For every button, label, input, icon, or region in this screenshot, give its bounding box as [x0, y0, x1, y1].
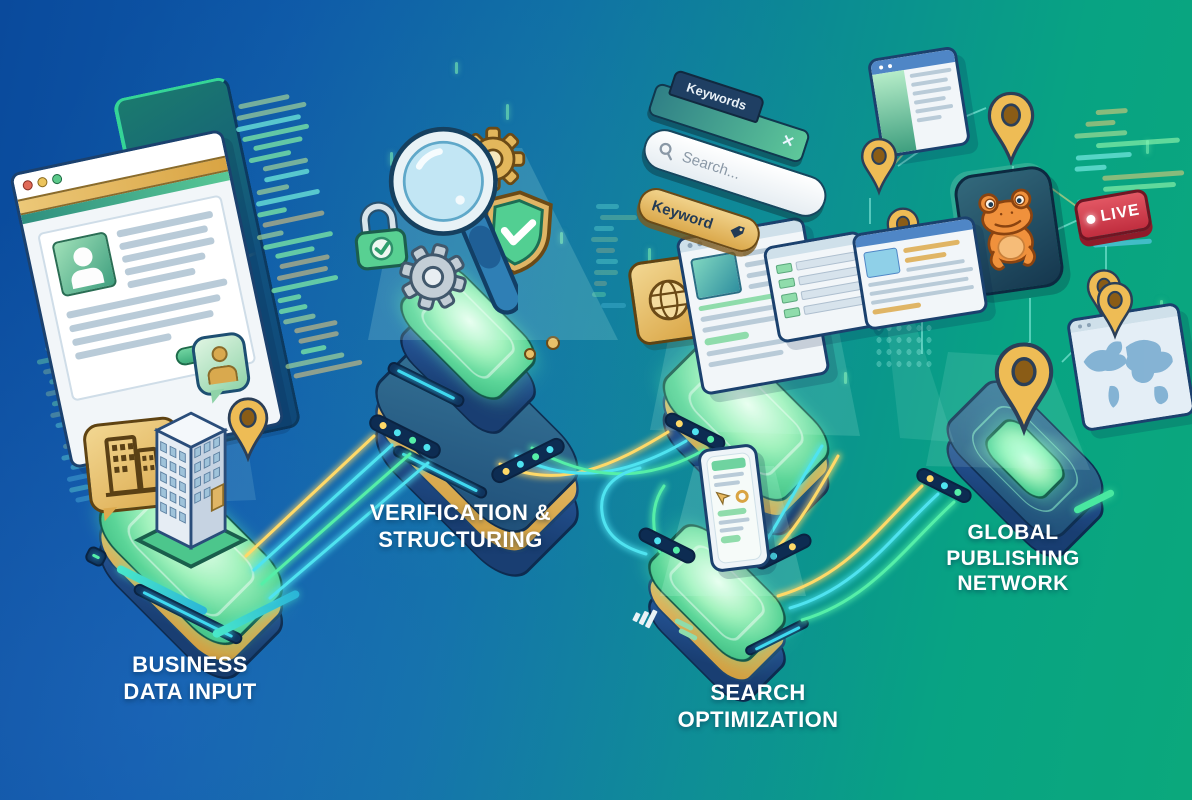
glow-tick — [560, 232, 563, 244]
glow-tick — [844, 372, 847, 384]
code-dash — [1101, 170, 1185, 181]
code-dash — [282, 313, 317, 325]
platform-gold-button — [546, 336, 560, 350]
live-dot-icon — [1085, 213, 1096, 225]
code-dash — [596, 248, 616, 253]
profile-avatar-icon — [51, 231, 118, 298]
code-dash — [1085, 119, 1116, 127]
glow-tick — [1146, 140, 1149, 154]
tag-icon — [730, 225, 745, 238]
code-dash — [1075, 151, 1133, 161]
ring-icon — [734, 488, 750, 504]
stage-label-line: VERIFICATION & — [369, 500, 552, 525]
stage-label-line: STRUCTURING — [378, 526, 543, 552]
code-dash — [299, 344, 328, 356]
platform-gold-button — [524, 348, 536, 360]
world-map-icon — [1083, 339, 1173, 408]
profile-text-lines — [116, 209, 225, 289]
location-pin-icon — [1096, 281, 1134, 340]
keyword-pill-label: Keyword — [649, 196, 716, 233]
code-dash — [593, 281, 607, 286]
location-pin-icon — [994, 342, 1054, 437]
thumbnail — [863, 247, 901, 279]
code-dash — [601, 303, 626, 308]
code-dash — [1095, 137, 1180, 149]
code-dash — [596, 259, 618, 264]
code-dash — [593, 226, 615, 231]
stage-label-line: GLOBAL — [967, 521, 1059, 544]
code-dash — [1095, 107, 1128, 116]
code-dash — [592, 292, 606, 297]
search-input: Search... — [680, 147, 743, 183]
stage-label-business-data-input: BUSINESS DATA INPUT — [55, 652, 325, 706]
code-lines-decoration — [590, 204, 646, 344]
frog-app-icon — [951, 163, 1067, 299]
location-pin-icon — [987, 91, 1035, 166]
phone-header-bar — [711, 457, 747, 472]
keywords-tab: Keywords — [667, 69, 766, 124]
stage-label-line: SEARCH — [710, 680, 806, 705]
person-speech-bubble-icon — [190, 330, 252, 398]
glow-tick — [455, 62, 458, 74]
keyword-pill: Keyword — [633, 183, 765, 257]
magnifier-icon — [388, 126, 518, 315]
code-lines-decoration — [1071, 104, 1190, 269]
gear-icon — [399, 243, 467, 311]
stage-label-line: OPTIMIZATION — [677, 706, 839, 732]
code-dash — [297, 330, 340, 345]
code-dash — [256, 206, 288, 218]
live-label: LIVE — [1099, 201, 1142, 226]
code-dash — [1074, 164, 1107, 172]
thumbnail — [689, 251, 743, 301]
stage-label-line: BUSINESS — [132, 652, 248, 677]
code-dash — [256, 230, 284, 241]
office-building-icon — [134, 411, 248, 569]
code-dash — [599, 215, 638, 220]
smartphone-icon — [696, 442, 772, 574]
shield-check-icon — [483, 190, 553, 275]
code-dash — [278, 303, 309, 315]
stage-label-verification-structuring: VERIFICATION & STRUCTURING — [338, 500, 583, 554]
close-icon: ✕ — [779, 131, 797, 152]
code-dash — [591, 237, 619, 242]
stage-label-search-optimization: SEARCH OPTIMIZATION — [642, 680, 874, 734]
search-bar: Search... — [638, 123, 832, 223]
stage-label-line: DATA INPUT — [123, 678, 257, 704]
code-dash — [593, 270, 619, 275]
padlock-check-icon — [354, 201, 409, 271]
close-traffic-dot — [21, 179, 34, 192]
code-dash — [277, 293, 303, 304]
search-icon — [659, 142, 672, 161]
maximize-traffic-dot — [51, 173, 64, 186]
browser-window-article — [851, 214, 989, 332]
stage-label-global-publishing-network: GLOBAL PUBLISHING NETWORK — [908, 520, 1118, 597]
location-pin-icon — [860, 137, 898, 196]
world-map-window — [1065, 301, 1192, 433]
glow-tick — [506, 104, 509, 120]
code-dash — [1092, 238, 1152, 248]
code-dash — [68, 484, 89, 494]
glow-tick — [390, 152, 393, 166]
stage-label-line: PUBLISHING — [946, 546, 1080, 570]
code-dash — [595, 204, 619, 209]
stage-label-line: NETWORK — [957, 572, 1069, 596]
code-dash — [263, 168, 311, 183]
cursor-icon — [715, 491, 731, 506]
minimize-traffic-dot — [36, 176, 49, 189]
code-dash — [1074, 130, 1128, 139]
code-dash — [256, 183, 290, 196]
glow-tick — [648, 248, 651, 262]
